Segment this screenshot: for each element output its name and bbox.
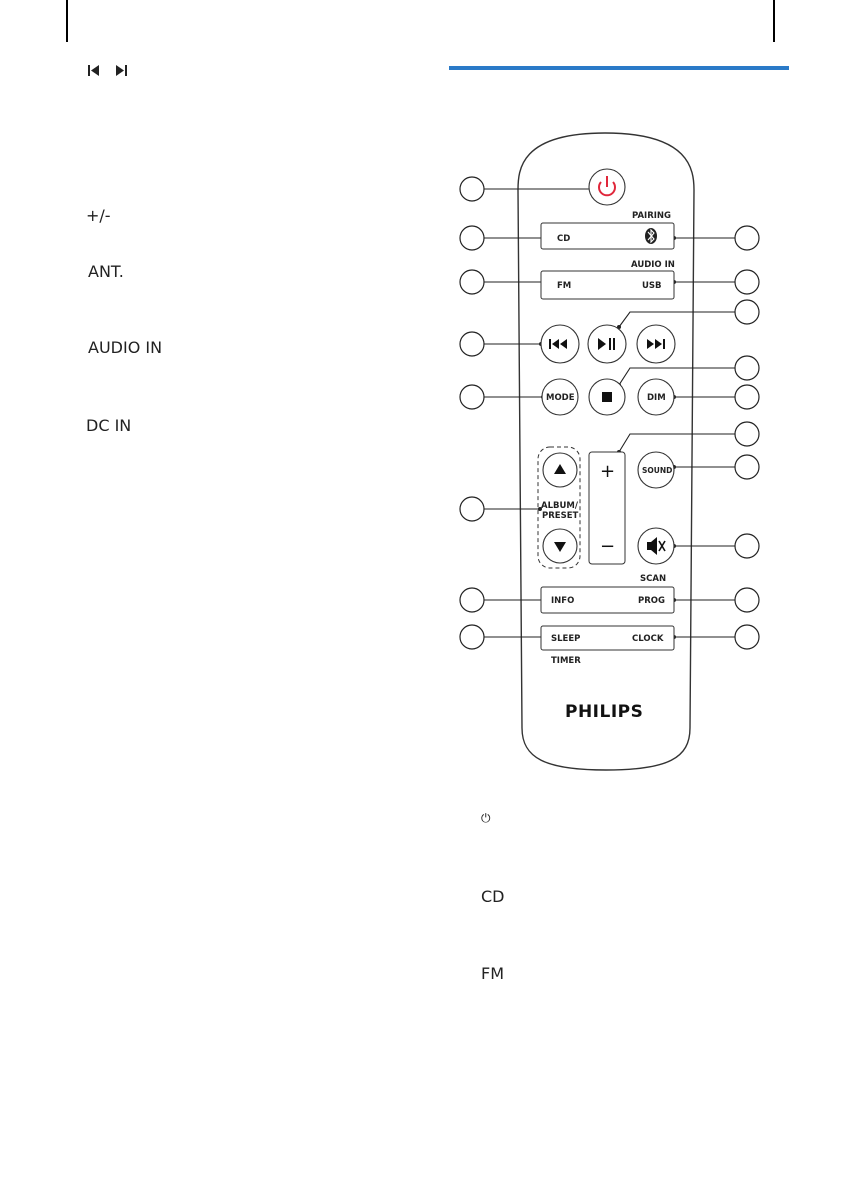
- previous-icon: [549, 339, 567, 349]
- mute-icon: [647, 537, 666, 555]
- callout-14: [734, 421, 760, 447]
- cd-bluetooth-strip: [540, 222, 675, 250]
- audio-in-top-label: AUDIO IN: [631, 260, 675, 270]
- usb-label: USB: [642, 281, 662, 291]
- callout-6: [459, 496, 485, 522]
- brand-logo: PHILIPS: [565, 702, 643, 722]
- cd-item-label: CD: [481, 887, 505, 906]
- dim-button: [637, 378, 675, 416]
- crop-mark-left: [66, 0, 68, 42]
- info-prog-strip: [540, 586, 675, 614]
- callout-18: [734, 624, 760, 650]
- pairing-label: PAIRING: [632, 211, 671, 221]
- dim-label: DIM: [647, 393, 666, 403]
- cd-label: CD: [557, 234, 570, 244]
- stop-icon: [602, 392, 612, 402]
- up-arrow-icon: [554, 464, 566, 474]
- callout-3: [459, 269, 485, 295]
- callout-8: [459, 624, 485, 650]
- sound-label: SOUND: [642, 466, 672, 475]
- play-pause-icon: [598, 338, 615, 350]
- section-rule: [449, 66, 789, 70]
- callout-9: [734, 225, 760, 251]
- sound-button: [637, 451, 675, 489]
- callout-10: [734, 269, 760, 295]
- callout-2: [459, 225, 485, 251]
- scan-label: SCAN: [640, 574, 666, 584]
- callout-16: [734, 533, 760, 559]
- mode-button: [541, 378, 579, 416]
- callout-1: [459, 176, 485, 202]
- volume-label: +/-: [86, 206, 111, 225]
- next-icon: [647, 339, 665, 349]
- prog-label: PROG: [638, 596, 665, 606]
- power-symbol-icon: ⏻: [481, 811, 491, 825]
- timer-label: TIMER: [551, 656, 581, 666]
- volume-rocker: [588, 451, 626, 565]
- antenna-label: ANT.: [88, 262, 124, 281]
- skip-prev-next-icon: [86, 64, 136, 82]
- mode-label: MODE: [546, 393, 575, 403]
- callout-11: [734, 299, 760, 325]
- fm-item-label: FM: [481, 964, 505, 983]
- callout-7: [459, 587, 485, 613]
- remote-control-diagram: PAIRING CD AUDIO IN FM USB MODE DIM ALBU…: [459, 132, 760, 771]
- bluetooth-icon: [645, 228, 657, 244]
- callout-12: [734, 355, 760, 381]
- info-label: INFO: [551, 596, 574, 606]
- volume-minus-label: −: [600, 536, 615, 557]
- sleep-clock-strip: [540, 625, 675, 651]
- callout-17: [734, 587, 760, 613]
- fm-label: FM: [557, 281, 571, 291]
- dc-in-label: DC IN: [86, 416, 132, 435]
- sleep-label: SLEEP: [551, 634, 580, 644]
- crop-mark-right: [773, 0, 775, 42]
- skip-icons-svg: [88, 65, 127, 76]
- play-pause-button: [587, 324, 627, 364]
- album-preset-group: [537, 446, 581, 569]
- callout-15: [734, 454, 760, 480]
- power-icon: [598, 176, 616, 197]
- callout-5: [459, 384, 485, 410]
- audio-in-label: AUDIO IN: [88, 338, 163, 357]
- clock-label: CLOCK: [632, 634, 664, 644]
- album-label: ALBUM/: [541, 501, 579, 511]
- callout-13: [734, 384, 760, 410]
- fm-usb-strip: [540, 270, 675, 300]
- volume-plus-label: +: [600, 461, 615, 482]
- preset-label: PRESET: [542, 511, 579, 521]
- callout-4: [459, 331, 485, 357]
- down-arrow-icon: [554, 542, 566, 552]
